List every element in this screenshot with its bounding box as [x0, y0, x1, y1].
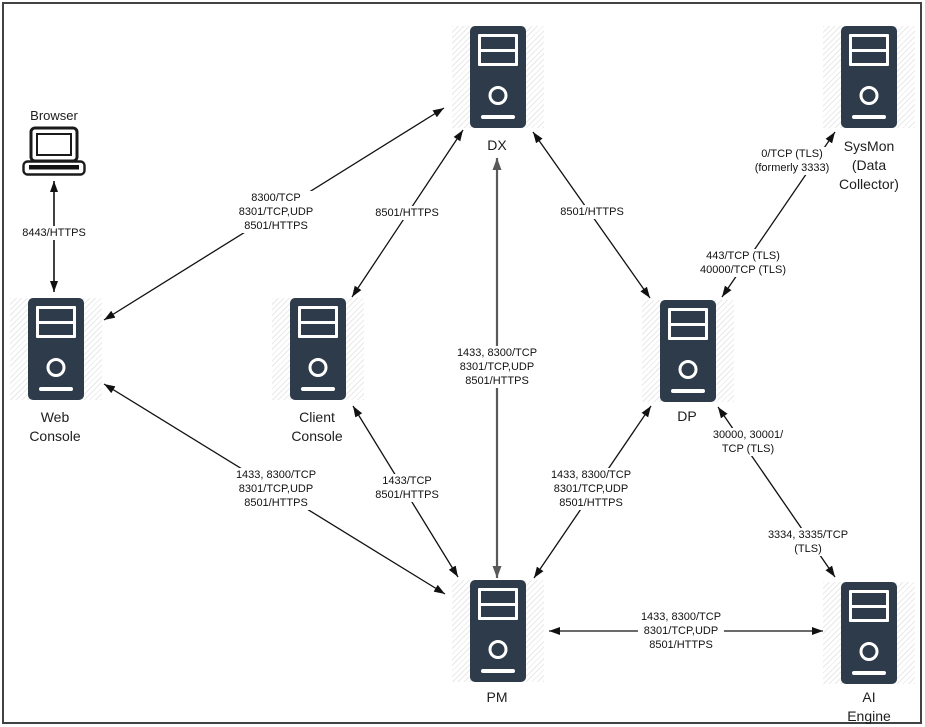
server-tower: [660, 300, 716, 402]
vent-bar-icon: [852, 115, 886, 119]
server-tower: [841, 26, 897, 128]
port-label-sysmon-dp-lower: 443/TCP (TLS) 40000/TCP (TLS): [696, 249, 790, 277]
vent-bar-icon: [671, 389, 705, 393]
server-tower: [470, 26, 526, 128]
port-label-dp-ai-engine-lower: 3334, 3335/TCP (TLS): [764, 528, 852, 556]
drive-bay-icon: [36, 306, 76, 338]
ai-engine-label: AI Engine: [847, 689, 891, 724]
browser-label: Browser: [30, 108, 78, 123]
laptop-icon: [22, 126, 86, 176]
power-button-icon: [488, 86, 508, 105]
server-tower: [841, 582, 897, 684]
dx-label: DX: [487, 137, 507, 153]
vent-bar-icon: [481, 115, 515, 119]
server-tower: [470, 580, 526, 682]
dx-server-icon: [452, 26, 544, 128]
port-label-client-console-dx: 8501/HTTPS: [372, 206, 442, 220]
power-button-icon: [308, 358, 328, 377]
port-label-browser-web-console: 8443/HTTPS: [19, 226, 89, 240]
sysmon-label: SysMon (Data Collector): [839, 138, 899, 192]
vent-bar-icon: [39, 387, 73, 391]
port-label-dp-ai-engine-upper: 30000, 30001/ TCP (TLS): [709, 428, 787, 456]
ai-engine-server-icon: [823, 582, 915, 684]
drive-bay-icon: [849, 590, 889, 622]
port-label-sysmon-dp-upper: 0/TCP (TLS) (formerly 3333): [751, 147, 833, 175]
web-console-server-icon: [10, 298, 102, 400]
drive-bay-icon: [849, 34, 889, 66]
drive-bay-icon: [478, 34, 518, 66]
vent-bar-icon: [481, 669, 515, 673]
dp-server-icon: [642, 300, 734, 402]
drive-bay-icon: [478, 588, 518, 620]
dp-label: DP: [677, 408, 697, 424]
port-label-web-console-dx: 8300/TCP 8301/TCP,UDP 8501/HTTPS: [235, 191, 317, 233]
power-button-icon: [678, 360, 698, 379]
power-button-icon: [488, 640, 508, 659]
pm-server-icon: [452, 580, 544, 682]
web-console-label: Web Console: [29, 409, 81, 444]
port-label-client-console-pm: 1433/TCP 8501/HTTPS: [372, 474, 442, 502]
drive-bay-icon: [668, 308, 708, 340]
power-button-icon: [859, 86, 879, 105]
port-label-pm-ai-engine: 1433, 8300/TCP 8301/TCP,UDP 8501/HTTPS: [637, 610, 725, 652]
port-label-dp-pm: 1433, 8300/TCP 8301/TCP,UDP 8501/HTTPS: [547, 468, 635, 510]
pm-label: PM: [486, 689, 508, 705]
port-label-web-console-pm: 1433, 8300/TCP 8301/TCP,UDP 8501/HTTPS: [232, 468, 320, 510]
server-tower: [28, 298, 84, 400]
power-button-icon: [46, 358, 66, 377]
client-console-label: Client Console: [291, 409, 343, 444]
vent-bar-icon: [852, 671, 886, 675]
port-label-pm-dx: 1433, 8300/TCP 8301/TCP,UDP 8501/HTTPS: [453, 346, 541, 388]
power-button-icon: [859, 642, 879, 661]
sysmon-server-icon: [823, 26, 915, 128]
port-label-dx-dp: 8501/HTTPS: [557, 205, 627, 219]
